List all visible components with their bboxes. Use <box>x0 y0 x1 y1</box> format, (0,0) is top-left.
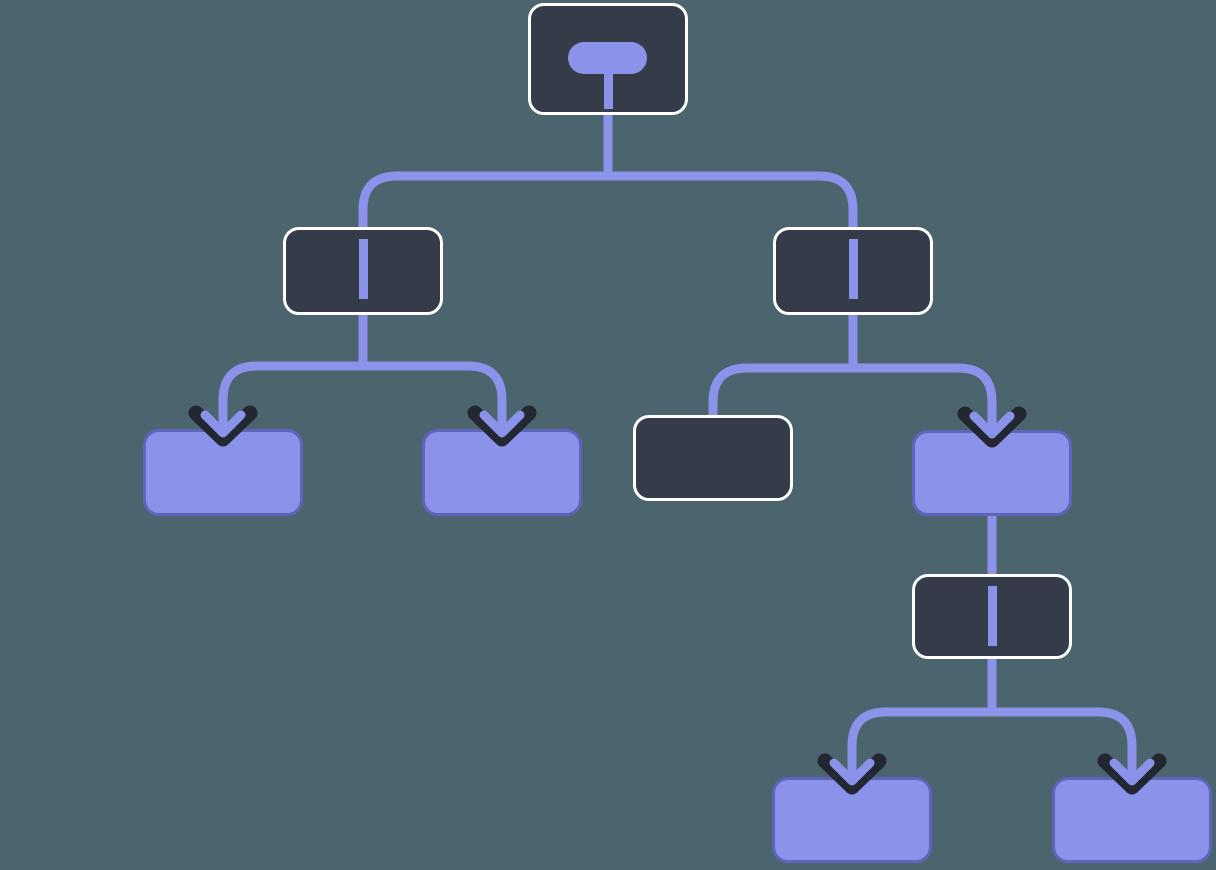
pill-stem-glyph <box>603 70 613 109</box>
leaf-node-3[interactable] <box>772 777 932 863</box>
purple-pass-node[interactable] <box>912 430 1072 516</box>
leaf-node-2[interactable] <box>422 429 582 516</box>
branch-left-node[interactable] <box>283 227 443 315</box>
root-node[interactable] <box>528 3 688 115</box>
edge-branch-right-rail <box>708 363 997 418</box>
edge-branch-left-rail <box>218 361 507 407</box>
edge-lower-rail <box>847 707 1137 755</box>
branch-lower-node[interactable] <box>912 574 1072 659</box>
pill-glyph <box>568 42 647 74</box>
branch-right-node[interactable] <box>773 227 933 315</box>
vertical-line-glyph <box>848 239 858 299</box>
leaf-node-1[interactable] <box>143 429 303 516</box>
vertical-line-glyph <box>987 586 997 646</box>
edge-level1-rail <box>358 171 858 230</box>
vertical-line-glyph <box>358 239 368 299</box>
plain-dark-node[interactable] <box>633 415 793 501</box>
leaf-node-4[interactable] <box>1052 777 1212 863</box>
